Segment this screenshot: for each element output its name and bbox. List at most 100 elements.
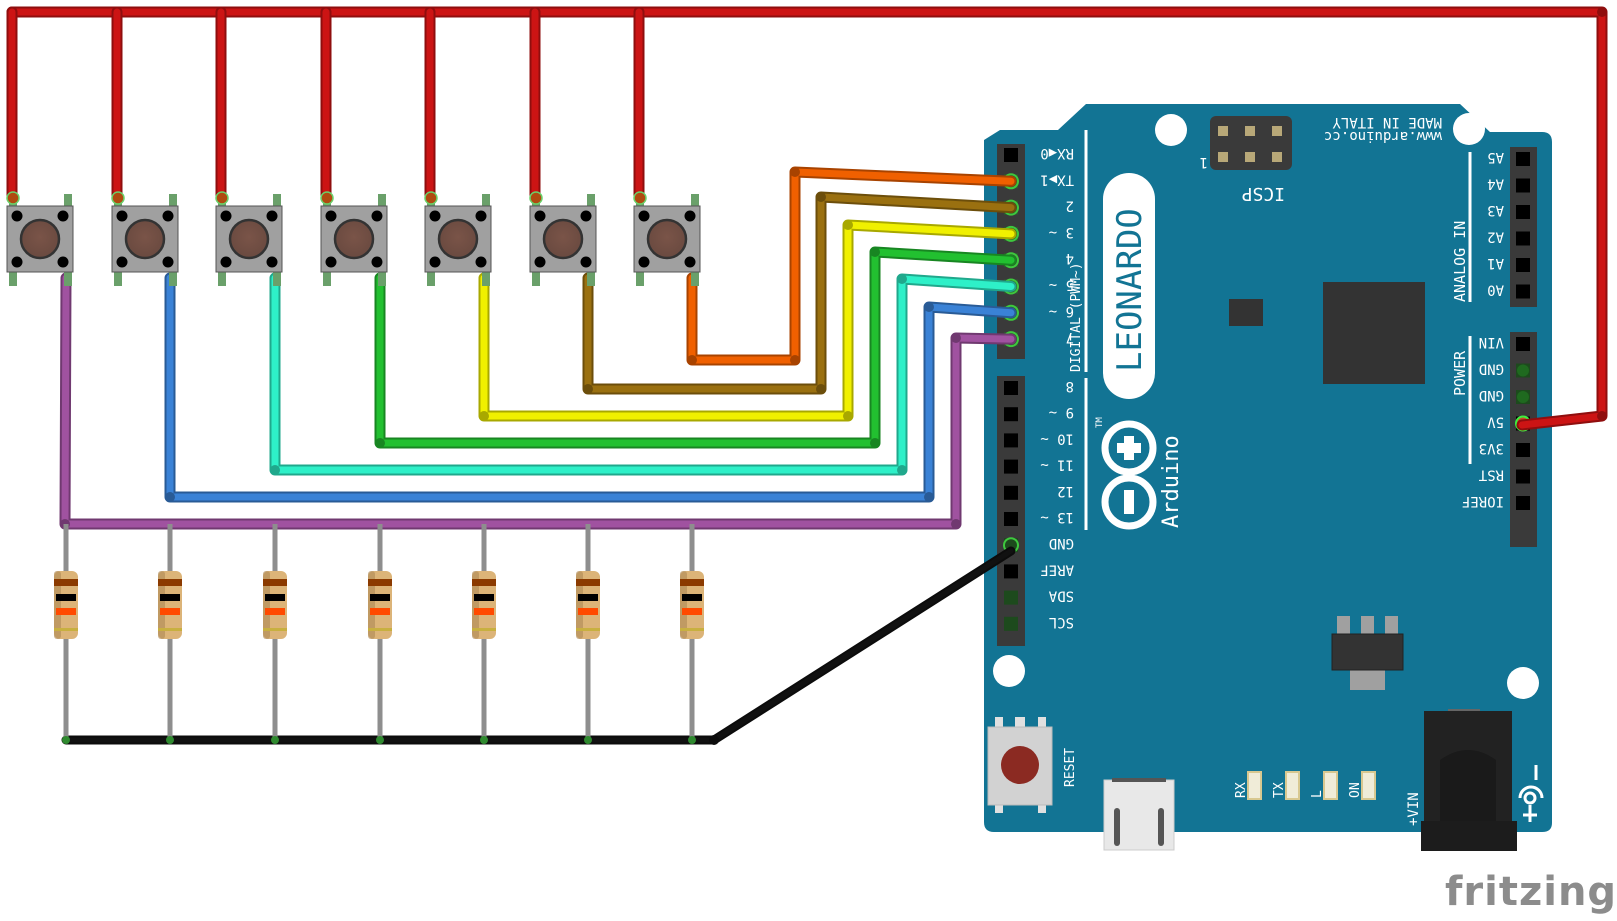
signal-wire-button-3[interactable]	[269, 272, 1017, 476]
digital-pin[interactable]	[1004, 590, 1018, 605]
analog-header-label: ANALOG IN	[1451, 221, 1469, 302]
digital-pin-label: RX◀0	[1040, 145, 1074, 161]
resistor[interactable]	[680, 524, 704, 744]
power-pin-label: RST	[1478, 467, 1504, 483]
digital-pin[interactable]	[1004, 407, 1018, 422]
icsp-pin1-label: 1	[1200, 154, 1208, 170]
signal-wire-button-7[interactable]	[686, 166, 1017, 366]
power-pin[interactable]	[1516, 469, 1530, 484]
digital-pin[interactable]	[1004, 485, 1018, 500]
resistor[interactable]	[576, 524, 600, 744]
analog-pin[interactable]	[1516, 178, 1530, 193]
push-button[interactable]	[6, 191, 74, 286]
resistor[interactable]	[54, 524, 78, 744]
resistor[interactable]	[368, 524, 392, 744]
micro-usb-connector[interactable]	[1103, 778, 1175, 851]
signal-wire-button-1[interactable]	[59, 272, 1017, 530]
power-pin[interactable]	[1516, 337, 1530, 351]
resistor[interactable]	[472, 524, 496, 744]
push-button[interactable]	[633, 191, 701, 286]
ground-wire[interactable]	[61, 546, 1016, 745]
resistor[interactable]	[158, 524, 182, 744]
power-pin[interactable]	[1516, 443, 1530, 457]
digital-pin-label: 11 ~	[1040, 457, 1074, 473]
power-header-label: POWER	[1451, 350, 1469, 396]
digital-pin[interactable]	[1004, 616, 1018, 631]
digital-pin-label: GND	[1049, 535, 1074, 551]
signal-wire-button-6[interactable]	[582, 191, 1017, 395]
trademark: TM	[1095, 417, 1105, 428]
digital-pin-label: 10 ~	[1040, 430, 1074, 446]
power-wire-5v[interactable]	[6, 6, 1608, 431]
digital-pin-label: 7	[1066, 329, 1074, 345]
digital-pin-label: 5 ~	[1049, 277, 1074, 293]
analog-pin[interactable]	[1516, 205, 1530, 219]
power-pin-label: VIN	[1479, 334, 1504, 350]
analog-pin[interactable]	[1516, 284, 1530, 299]
led-label: L	[1310, 790, 1325, 798]
signal-wire-button-4[interactable]	[374, 246, 1017, 449]
mounting-hole	[1507, 667, 1539, 699]
arduino-leonardo-board: ICSP 1 MADE IN ITALY www.arduino.cc LEON…	[984, 104, 1552, 851]
digital-pin-label: 6 ~	[1049, 303, 1074, 319]
resistor[interactable]	[263, 524, 287, 744]
digital-pin-label: 2	[1066, 198, 1074, 214]
led-label: RX	[1234, 782, 1249, 798]
push-button[interactable]	[529, 191, 597, 286]
digital-pin-label: 13 ~	[1040, 509, 1074, 525]
digital-pin[interactable]	[1004, 459, 1018, 474]
digital-pin[interactable]	[1004, 433, 1018, 448]
analog-pin-label: A1	[1487, 255, 1504, 271]
board-name: LEONARDO	[1110, 208, 1150, 372]
plus-minus-icon	[1117, 436, 1141, 514]
power-pin[interactable]	[1516, 496, 1530, 510]
power-pin-label: GND	[1479, 387, 1504, 403]
brand-label: Arduino	[1159, 435, 1184, 528]
arduino-logo-icon	[1101, 420, 1157, 530]
analog-pin-label: A0	[1487, 282, 1504, 298]
status-led	[1285, 771, 1300, 800]
led-label: ON	[1348, 782, 1363, 798]
digital-pin-label: 9 ~	[1049, 404, 1074, 420]
push-button[interactable]	[215, 191, 283, 286]
voltage-regulator	[1331, 616, 1404, 690]
reset-label: RESET	[1063, 748, 1078, 787]
leonardo-logo-pill	[1103, 173, 1155, 399]
digital-pin[interactable]	[1004, 512, 1018, 526]
digital-pin[interactable]	[1004, 148, 1018, 162]
small-chip	[1229, 299, 1263, 326]
analog-pin[interactable]	[1516, 231, 1530, 246]
power-pin[interactable]	[1516, 363, 1530, 378]
push-button[interactable]	[424, 191, 492, 286]
mounting-hole	[1155, 114, 1187, 146]
digital-pin-label: SDA	[1048, 588, 1074, 604]
icsp-label: ICSP	[1241, 183, 1285, 204]
dc-polarity-icon	[1518, 765, 1544, 822]
signal-wire-button-5[interactable]	[478, 219, 1017, 422]
analog-pin-label: A4	[1487, 176, 1504, 192]
push-button[interactable]	[111, 191, 179, 286]
digital-pin-label: TX▶1	[1040, 171, 1074, 187]
digital-pin-label: 3 ~	[1049, 224, 1074, 240]
mounting-hole	[993, 655, 1025, 687]
power-pin-label: IOREF	[1462, 493, 1504, 509]
power-pin-label: 5V	[1487, 414, 1504, 430]
made-in-label: MADE IN ITALY	[1332, 114, 1442, 130]
analog-header	[1510, 147, 1537, 307]
analog-pin[interactable]	[1516, 152, 1530, 166]
power-pin[interactable]	[1516, 390, 1530, 404]
reset-button[interactable]	[987, 717, 1053, 813]
power-pin-label: 3V3	[1479, 440, 1504, 456]
status-led	[1247, 771, 1262, 800]
icsp-header: ICSP 1	[1200, 116, 1292, 204]
digital-pin[interactable]	[1004, 564, 1018, 579]
push-button[interactable]	[320, 191, 388, 286]
signal-wire-button-2[interactable]	[164, 272, 1017, 503]
power-pin-label: GND	[1479, 361, 1504, 377]
digital-pin[interactable]	[1004, 381, 1018, 395]
analog-pin[interactable]	[1516, 258, 1530, 272]
mounting-hole	[1453, 113, 1485, 145]
status-led	[1323, 771, 1338, 800]
status-led	[1361, 771, 1376, 800]
